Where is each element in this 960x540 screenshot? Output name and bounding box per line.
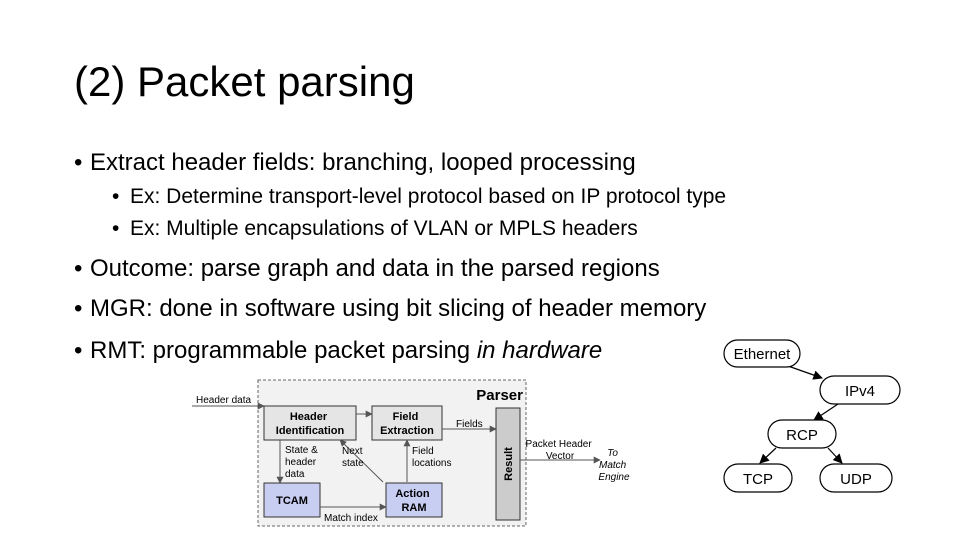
field-locations-line: locations — [412, 458, 451, 469]
slide-title: (2) Packet parsing — [74, 58, 415, 105]
node-ethernet — [723, 339, 801, 368]
header-identification-label: Header Identification — [276, 411, 345, 437]
to-match-engine-label: To Match Engine — [598, 448, 630, 483]
phv-line: Vector — [546, 451, 575, 462]
field-extraction-line: Extraction — [380, 425, 434, 437]
action-ram-label: Action RAM — [395, 488, 432, 514]
header-identification-box — [263, 405, 357, 441]
next-state-line: state — [342, 458, 364, 469]
node-tcp — [723, 463, 793, 493]
node-udp — [819, 463, 893, 493]
action-ram-box — [385, 482, 443, 518]
bullet-rmt: • RMT: programmable packet parsing in har… — [74, 336, 602, 366]
bullet-glyph: • — [112, 217, 120, 240]
state-header-data-line: header — [285, 457, 317, 468]
edge-rcp-udp — [827, 447, 843, 464]
bullet-glyph: • — [74, 149, 83, 176]
field-extraction-box — [371, 405, 443, 441]
next-state-arrow — [339, 439, 384, 483]
sub-bullet-transport: • Ex: Determine transport-level protocol … — [112, 183, 726, 211]
field-locations-label: Field locations — [412, 446, 451, 469]
bullet-text: Ex: Determine transport-level protocol b… — [130, 185, 727, 208]
bullet-text: MGR: done in software using bit slicing … — [90, 295, 707, 322]
to-match-engine-line: To — [607, 448, 618, 459]
bullet-glyph: • — [74, 295, 83, 322]
edge-ethernet-ipv4 — [787, 365, 823, 380]
node-rcp-label: RCP — [786, 427, 818, 444]
bullet-text: Extract header fields: branching, looped… — [90, 149, 636, 176]
parser-label: Parser — [476, 387, 523, 404]
match-index-label: Match index — [324, 513, 378, 524]
bullet-glyph: • — [74, 255, 83, 282]
node-rcp — [767, 419, 837, 449]
node-ipv4-label: IPv4 — [845, 383, 875, 400]
edge-ipv4-rcp — [813, 403, 839, 421]
phv-label: Packet Header Vector — [526, 439, 595, 462]
action-ram-line: Action — [395, 488, 430, 500]
bullet-text: Ex: Multiple encapsulations of VLAN or M… — [130, 217, 638, 240]
next-state-label: Next state — [342, 446, 365, 469]
bullet-text-italic: in hardware — [476, 337, 603, 364]
field-extraction-line: Field — [393, 411, 419, 423]
parser-diagram: Parser Header data Header Identification… — [192, 379, 630, 527]
fields-label: Fields — [456, 419, 483, 430]
sub-bullet-encapsulation: • Ex: Multiple encapsulations of VLAN or … — [112, 215, 638, 243]
header-identification-line: Identification — [276, 425, 345, 437]
state-header-data-label: State & header data — [285, 445, 321, 480]
bullet-glyph: • — [74, 337, 83, 364]
bullet-text: RMT: programmable packet parsing — [90, 337, 477, 364]
tcam-box — [263, 482, 321, 518]
header-data-label: Header data — [196, 395, 251, 406]
field-locations-line: Field — [412, 446, 434, 457]
bullet-outcome: • Outcome: parse graph and data in the pa… — [74, 254, 660, 284]
action-ram-line: RAM — [401, 502, 426, 514]
bullet-text: Outcome: parse graph and data in the par… — [90, 255, 660, 282]
result-box — [495, 407, 521, 521]
field-extraction-label: Field Extraction — [380, 411, 434, 437]
to-match-engine-line: Match — [599, 460, 627, 471]
state-header-data-line: State & — [285, 445, 318, 456]
next-state-line: Next — [342, 446, 363, 457]
bullet-mgr: • MGR: done in software using bit slicing… — [74, 294, 706, 324]
result-label: Result — [503, 447, 515, 481]
node-tcp-label: TCP — [743, 471, 773, 488]
to-match-engine-line: Engine — [598, 472, 630, 483]
node-ethernet-label: Ethernet — [734, 346, 792, 363]
node-udp-label: UDP — [840, 471, 872, 488]
edge-rcp-tcp — [759, 447, 777, 464]
node-ipv4 — [819, 375, 901, 405]
parse-graph: Ethernet IPv4 RCP TCP UDP — [723, 339, 901, 493]
bullet-extract: • Extract header fields: branching, loope… — [74, 148, 636, 178]
header-identification-line: Header — [290, 411, 328, 423]
phv-line: Packet Header — [526, 439, 593, 450]
state-header-data-line: data — [285, 469, 305, 480]
tcam-label: TCAM — [276, 495, 308, 507]
bullet-glyph: • — [112, 185, 120, 208]
